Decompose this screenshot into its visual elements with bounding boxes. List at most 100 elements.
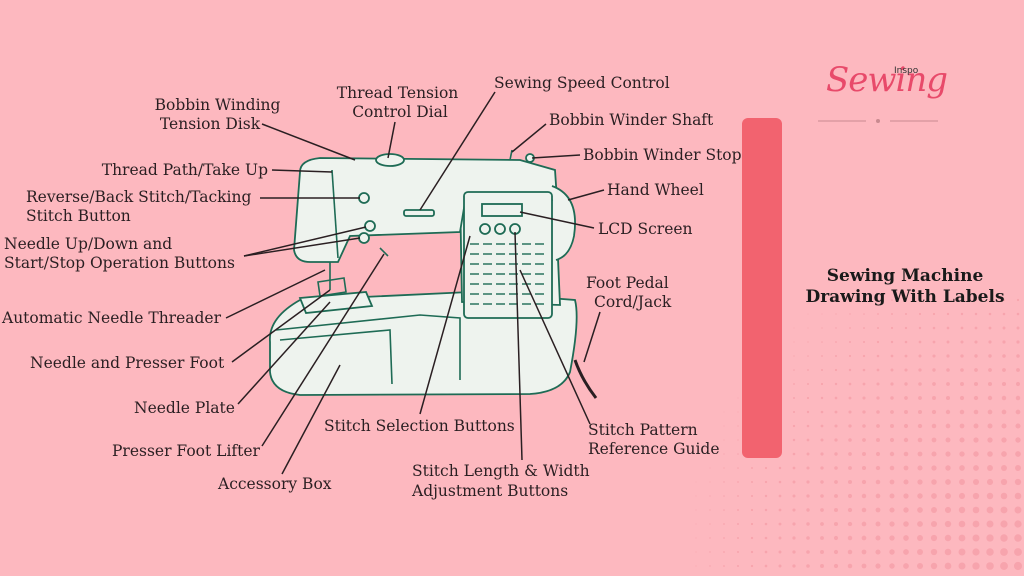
decor-dot bbox=[778, 564, 782, 568]
decor-dot bbox=[932, 326, 936, 330]
decor-dot bbox=[1014, 548, 1022, 556]
decor-dot bbox=[960, 340, 964, 344]
decor-dot bbox=[973, 395, 979, 401]
bobbin-shaft bbox=[509, 149, 513, 161]
decor-dot bbox=[750, 508, 754, 512]
decor-dot bbox=[890, 382, 894, 386]
decor-dot bbox=[1002, 354, 1006, 358]
decor-dot bbox=[793, 397, 795, 399]
decor-dot bbox=[820, 494, 824, 498]
decor-dot bbox=[862, 354, 866, 358]
decor-dot bbox=[946, 298, 950, 302]
decor-dot bbox=[807, 327, 809, 329]
decor-dot bbox=[903, 535, 909, 541]
decor-dot bbox=[806, 452, 810, 456]
decor-dot bbox=[849, 341, 851, 343]
side-title: Sewing Machine Drawing With Labels bbox=[790, 266, 1020, 308]
decor-dot bbox=[959, 451, 965, 457]
decor-dot bbox=[917, 423, 923, 429]
decor-dot bbox=[959, 423, 965, 429]
decor-dot bbox=[973, 437, 979, 443]
decor-dot bbox=[820, 480, 824, 484]
decor-dot bbox=[835, 299, 837, 301]
decor-dot bbox=[848, 480, 852, 484]
decor-dot bbox=[987, 409, 993, 415]
decor-dot bbox=[917, 535, 923, 541]
logo-script-text: Sewing bbox=[826, 60, 948, 100]
decor-dot bbox=[848, 382, 852, 386]
decor-dot bbox=[737, 411, 739, 413]
label-needle-buttons: Needle Up/Down and Start/Stop Operation … bbox=[4, 235, 235, 272]
decor-dot bbox=[987, 437, 993, 443]
decor-dot bbox=[723, 495, 725, 497]
decor-dot bbox=[904, 410, 908, 414]
decor-dot bbox=[875, 535, 881, 541]
decor-dot bbox=[986, 492, 994, 500]
decor-dot bbox=[834, 480, 838, 484]
decor-dot bbox=[695, 481, 697, 483]
decor-dot bbox=[986, 548, 994, 556]
decor-dot bbox=[847, 549, 853, 555]
decor-dot bbox=[737, 523, 739, 525]
decor-dot bbox=[848, 438, 852, 442]
decor-dot bbox=[930, 534, 938, 542]
decor-dot bbox=[918, 354, 922, 358]
decor-dot bbox=[876, 424, 880, 428]
decor-dot bbox=[723, 481, 725, 483]
decor-dot bbox=[931, 465, 937, 471]
decor-dot bbox=[862, 340, 866, 344]
decor-dot bbox=[918, 382, 922, 386]
decor-dot bbox=[709, 495, 711, 497]
decor-dot bbox=[792, 564, 796, 568]
decor-dot bbox=[876, 438, 880, 442]
decor-dot bbox=[834, 494, 838, 498]
decor-dot bbox=[1002, 298, 1006, 302]
decor-dot bbox=[723, 509, 725, 511]
decor-dot bbox=[1000, 548, 1008, 556]
decor-dot bbox=[903, 479, 909, 485]
decor-dot bbox=[848, 354, 852, 358]
decor-dot bbox=[904, 312, 908, 316]
decor-dot bbox=[792, 508, 796, 512]
decor-dot bbox=[737, 439, 739, 441]
decor-dot bbox=[876, 382, 880, 386]
decor-dot bbox=[709, 467, 711, 469]
decor-dot bbox=[988, 298, 992, 302]
decor-dot bbox=[821, 313, 823, 315]
decor-dot bbox=[875, 451, 881, 457]
decor-dot bbox=[709, 453, 711, 455]
decor-dot bbox=[821, 327, 823, 329]
decor-dot bbox=[793, 369, 795, 371]
decor-dot bbox=[945, 465, 951, 471]
decor-dot bbox=[1001, 395, 1007, 401]
logo-divider bbox=[818, 119, 938, 123]
presser-foot bbox=[317, 277, 347, 297]
decor-dot bbox=[820, 410, 824, 414]
decor-dot bbox=[1016, 368, 1020, 372]
decor-dot bbox=[945, 395, 951, 401]
decor-dot bbox=[988, 312, 992, 316]
panel-button-2 bbox=[494, 223, 506, 235]
decor-dot bbox=[806, 508, 810, 512]
leader-thread-path bbox=[271, 169, 333, 173]
decor-dot bbox=[723, 537, 725, 539]
decor-dot bbox=[1016, 354, 1020, 358]
lcd-screen bbox=[481, 203, 523, 217]
leader-bobbin-stop bbox=[531, 154, 581, 159]
decor-dot bbox=[849, 299, 851, 301]
decor-dot bbox=[974, 298, 978, 302]
decor-dot bbox=[973, 465, 979, 471]
decor-dot bbox=[820, 466, 824, 470]
decor-dot bbox=[792, 494, 796, 498]
leader-needle-plate bbox=[237, 301, 331, 405]
label-lcd-screen: LCD Screen bbox=[598, 220, 693, 238]
decor-dot bbox=[862, 368, 866, 372]
label-thread-tension: Thread Tension Control Dial bbox=[337, 84, 463, 121]
decor-dot bbox=[1001, 423, 1007, 429]
leader-needle-2 bbox=[243, 237, 361, 257]
decor-dot bbox=[861, 507, 867, 513]
decor-dot bbox=[847, 507, 853, 513]
decor-dot bbox=[834, 452, 838, 456]
decor-dot bbox=[1014, 506, 1022, 514]
